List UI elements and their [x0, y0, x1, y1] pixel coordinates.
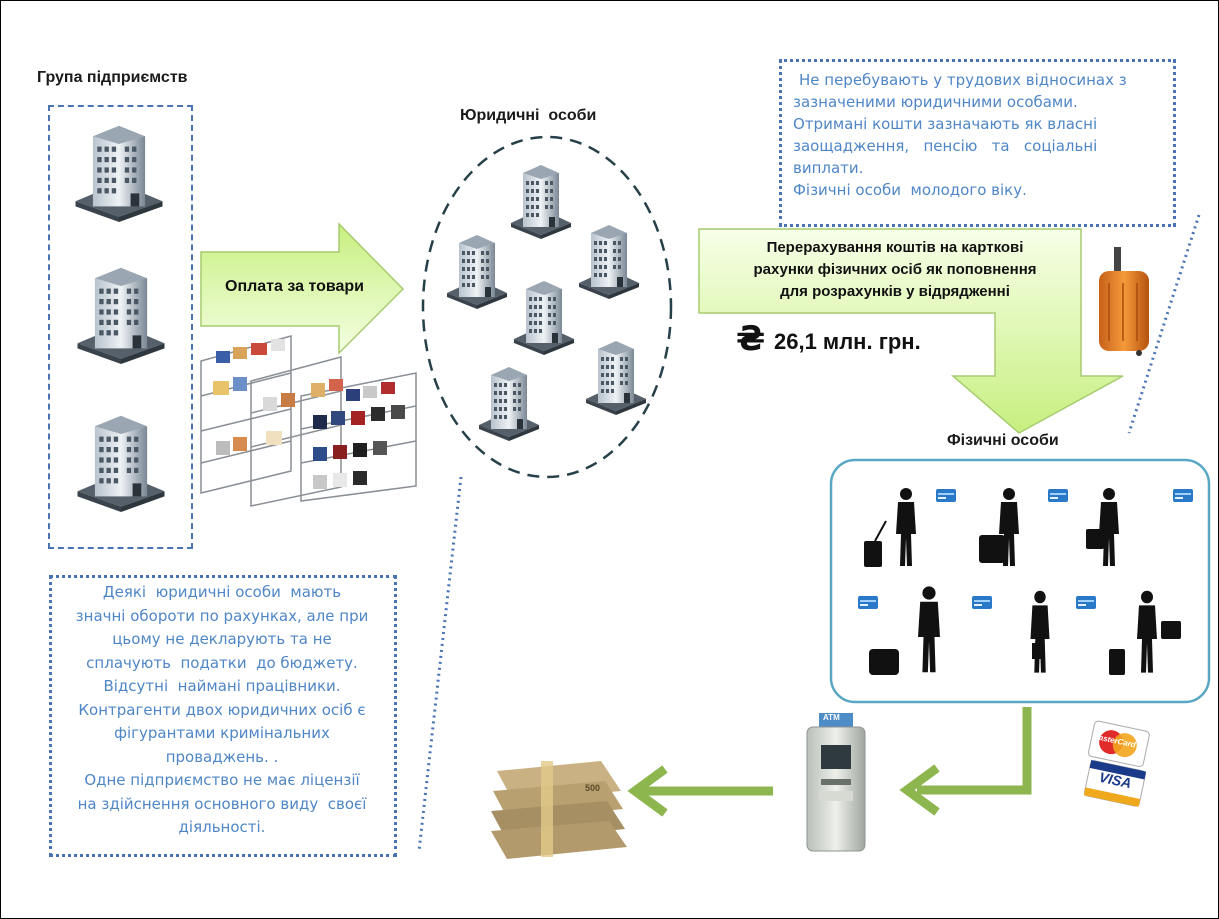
right-note-line-1: Не перебувають у трудових відносинах з [799, 71, 1127, 89]
payment-arrow [200, 222, 405, 355]
company-building-1 [75, 125, 163, 222]
left-note-line-7: фігурантами кримінальних [114, 724, 330, 742]
banknote-value: 500 [585, 783, 601, 793]
right-note-line-6: Фізичні особи молодого віку. [793, 181, 1027, 199]
atm-to-cash-arrow [627, 765, 773, 817]
payment-cards-image [1083, 720, 1150, 807]
transfer-label-line-2: рахунки фізичних осіб як поповнення [753, 261, 1037, 278]
left-note-line-5: Відсутні наймані працівники. [103, 677, 341, 695]
legal-entity-building-5 [586, 341, 646, 415]
amount-label: 26,1 млн. грн. [774, 329, 921, 354]
panel-to-atm-arrow [899, 707, 1032, 816]
right-note-line-4: заощадження, пенсію та соціальні [793, 137, 1098, 155]
cash-stack-image [491, 761, 627, 859]
legal-entity-building-4 [514, 281, 574, 355]
legal-entity-building-3 [579, 225, 639, 299]
legal-entity-building-2 [447, 235, 507, 309]
traveler-silhouette-2 [979, 488, 1019, 566]
left-note-line-6: Контрагенти двох юридичних осіб є [78, 700, 366, 719]
legal-entity-building-1 [511, 165, 571, 239]
traveler-silhouette-1 [864, 488, 916, 567]
legal-entities-title: Юридичні особи [460, 107, 597, 124]
legal-entity-building-6 [479, 367, 539, 441]
group-title: Група підприємств [37, 69, 188, 86]
right-note-text: Не перебувають у трудових відносинах з з… [793, 69, 1165, 201]
payment-arrow-label: Оплата за товари [225, 278, 364, 295]
left-note-line-10: на здійснення основного виду своєї [77, 794, 367, 813]
traveler-silhouette-3 [1086, 488, 1119, 566]
right-note-line-3: Отримані кошти зазначають як власні [793, 115, 1098, 133]
transfer-arrow [698, 228, 1124, 434]
company-building-3 [77, 415, 165, 512]
left-note-line-3: цьому не декларують та не [112, 630, 332, 648]
left-note-line-9: Одне підприємство не має ліцензії [84, 771, 360, 789]
hryvnia-icon: ₴ [736, 319, 766, 359]
left-note-line-11: діяльності. [178, 818, 266, 836]
left-note-box [49, 575, 397, 857]
atm-label: ATM [823, 713, 840, 722]
individuals-title: Фізичні особи [947, 432, 1059, 449]
traveler-silhouette-5 [1030, 590, 1050, 673]
traveler-silhouette-4 [869, 586, 940, 675]
left-note-connector [417, 476, 463, 852]
transfer-label-line-3: для розрахунків у відрядженні [780, 283, 1010, 300]
transfer-label: Перерахування коштів на карткові рахунки… [705, 237, 1085, 303]
left-note-line-1: Деякі юридичні особи мають [102, 583, 342, 601]
left-note-line-2: значні обороти по рахунках, але при [75, 606, 369, 625]
transfer-label-line-1: Перерахування коштів на карткові [766, 239, 1024, 256]
right-note-box [779, 59, 1176, 227]
company-building-2 [77, 267, 165, 364]
left-note-text: Деякі юридичні особи мають значні оборот… [53, 581, 391, 840]
right-note-line-2: зазначеними юридичними особами. [793, 93, 1078, 111]
traveler-silhouette-6 [1109, 590, 1181, 675]
warehouse-shelves-image [200, 335, 417, 507]
right-note-line-5: виплати. [793, 159, 864, 177]
legal-entities-ellipse [421, 135, 673, 479]
right-note-connector [1127, 214, 1201, 434]
atm-image [806, 713, 866, 852]
left-note-line-4: сплачують податки до бюджету. [86, 653, 358, 672]
company-group-box [48, 105, 193, 549]
suitcase-image [1099, 247, 1149, 356]
left-note-line-8: проваджень. . [165, 747, 279, 766]
